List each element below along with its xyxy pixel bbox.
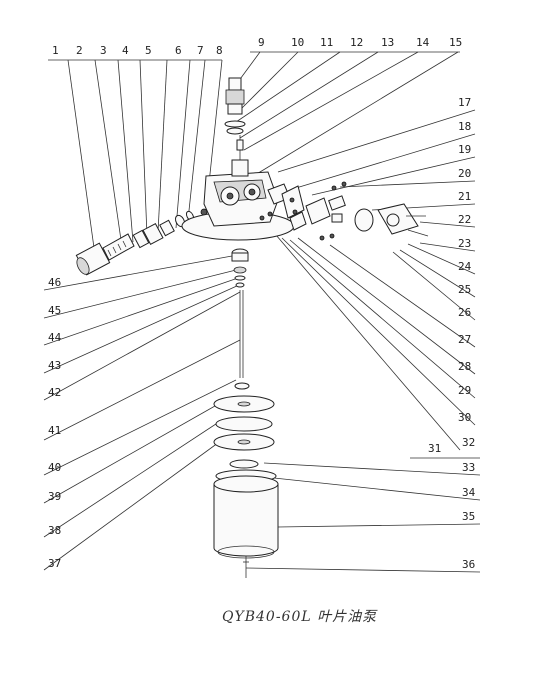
filter-canister	[213, 459, 279, 578]
label-24: 24	[458, 260, 472, 273]
label-39: 39	[48, 490, 61, 503]
label-9: 9	[258, 36, 265, 49]
label-20: 20	[458, 167, 471, 180]
label-19: 19	[458, 143, 471, 156]
label-34: 34	[462, 486, 476, 499]
part-number-labels: 1 2 3 4 5 6 7 8 9 10 11 12 13 14 15 17 1…	[48, 36, 476, 571]
label-6: 6	[175, 44, 182, 57]
label-27: 27	[458, 333, 471, 346]
diagram-caption: QYB40-60L 叶片油泵	[222, 609, 378, 625]
label-10: 10	[291, 36, 304, 49]
label-33: 33	[462, 461, 475, 474]
label-13: 13	[381, 36, 394, 49]
label-41: 41	[48, 424, 61, 437]
label-18: 18	[458, 120, 471, 133]
label-32: 32	[462, 436, 475, 449]
label-4: 4	[122, 44, 129, 57]
label-31: 31	[428, 442, 441, 455]
label-40: 40	[48, 461, 61, 474]
label-17: 17	[458, 96, 471, 109]
label-30: 30	[458, 411, 471, 424]
label-12: 12	[350, 36, 363, 49]
label-38: 38	[48, 524, 61, 537]
left-leader-lines	[43, 255, 241, 571]
label-3: 3	[100, 44, 107, 57]
label-35: 35	[462, 510, 475, 523]
label-29: 29	[458, 384, 471, 397]
label-23: 23	[458, 237, 471, 250]
label-7: 7	[197, 44, 204, 57]
lower-shaft-stack	[213, 248, 275, 451]
label-44: 44	[48, 331, 62, 344]
right-leader-lines	[245, 109, 481, 573]
label-1: 1	[52, 44, 59, 57]
label-28: 28	[458, 360, 471, 373]
label-2: 2	[76, 44, 83, 57]
top-valve-column	[224, 77, 246, 160]
label-11: 11	[320, 36, 333, 49]
label-36: 36	[462, 558, 475, 571]
side-cover-assembly	[259, 181, 429, 241]
label-43: 43	[48, 359, 61, 372]
label-22: 22	[458, 213, 471, 226]
label-45: 45	[48, 304, 61, 317]
label-46: 46	[48, 276, 61, 289]
label-37: 37	[48, 557, 61, 570]
label-42: 42	[48, 386, 61, 399]
label-26: 26	[458, 306, 471, 319]
top-leader-lines	[48, 51, 460, 256]
label-21: 21	[458, 190, 471, 203]
label-15: 15	[449, 36, 462, 49]
pump-housing	[181, 159, 295, 241]
label-25: 25	[458, 283, 471, 296]
label-8: 8	[216, 44, 223, 57]
drive-shaft-assembly	[75, 208, 208, 276]
label-14: 14	[416, 36, 430, 49]
label-5: 5	[145, 44, 152, 57]
